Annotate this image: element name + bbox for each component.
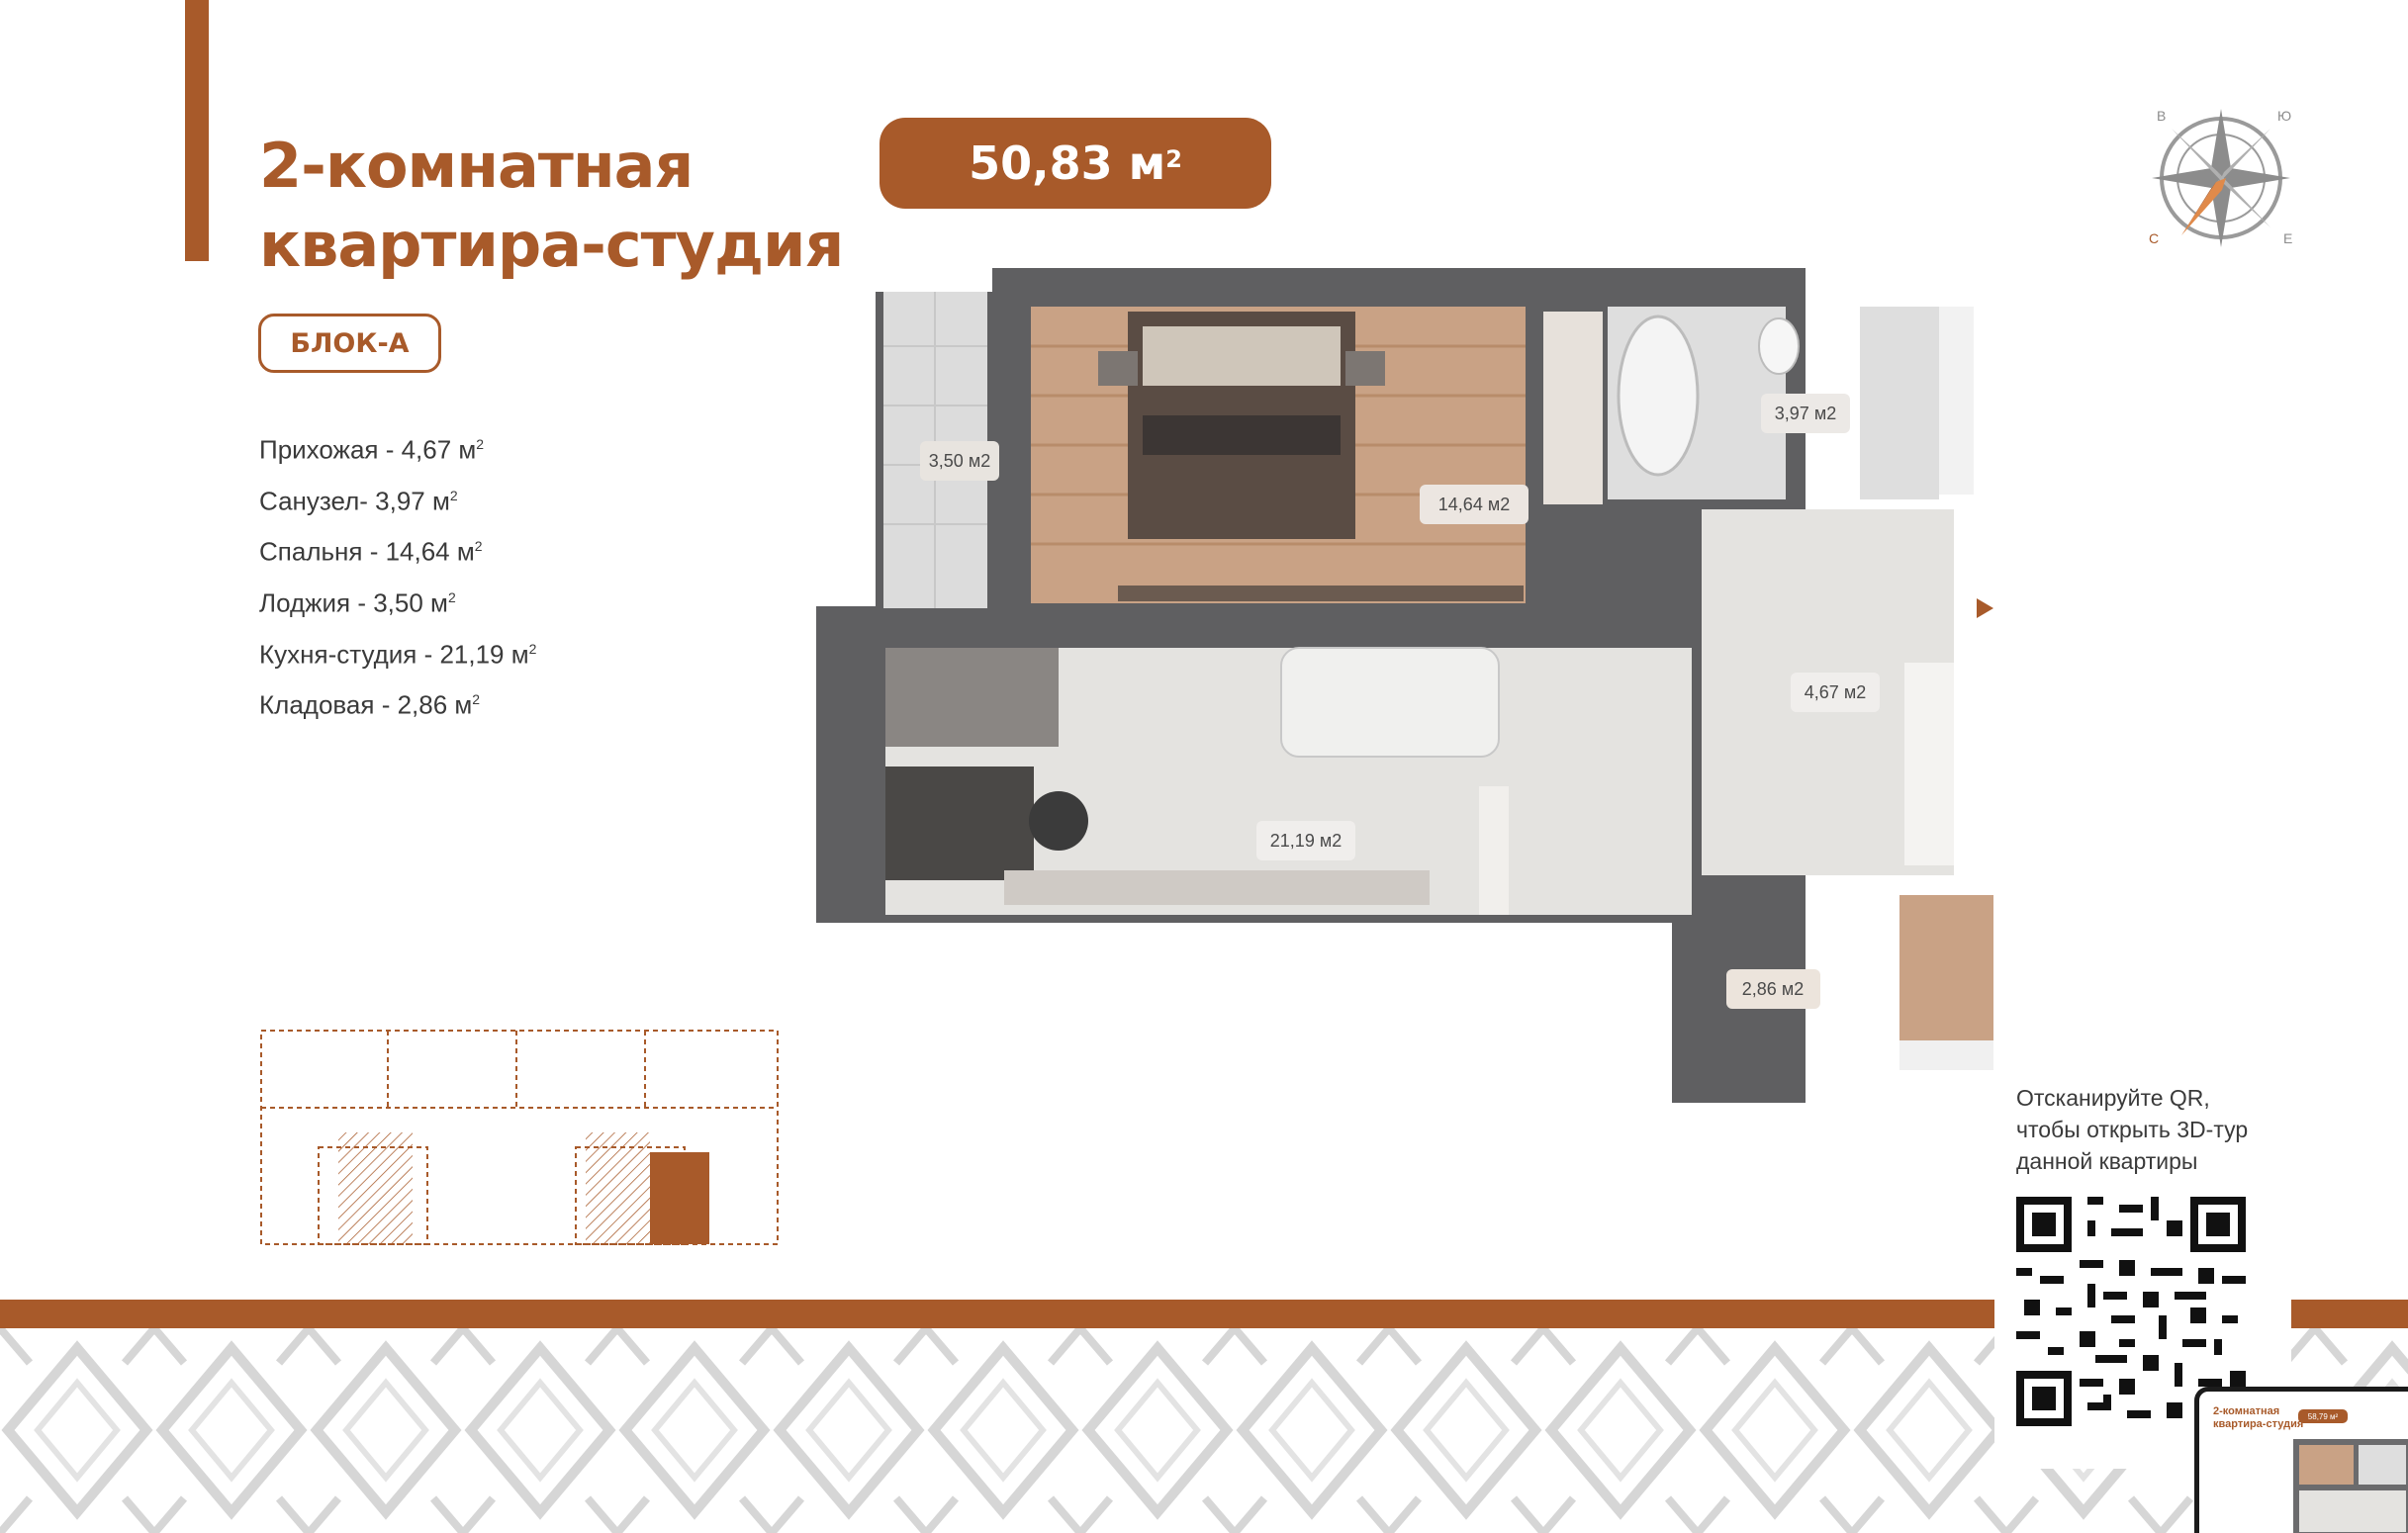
room-item: Лоджия - 3,50 м2: [259, 575, 536, 626]
total-area-value: 50,83 м: [969, 136, 1166, 190]
plan-bathroom-ext: [1860, 307, 1939, 499]
plan-tv-console: [1118, 586, 1524, 601]
plan-label-bg: [1791, 673, 1880, 712]
plan-label-bg: [1761, 394, 1850, 433]
plan-nightstand: [1098, 351, 1138, 386]
compass-letter: Ю: [2277, 108, 2291, 124]
total-area-unit: 2: [1165, 145, 1182, 173]
block-badge: БЛОК-А: [258, 314, 441, 373]
thumbnail-title: 2-комнатная квартира-студия: [2213, 1405, 2303, 1431]
building-key-plan: [260, 1030, 779, 1245]
qr-code[interactable]: [2016, 1197, 2246, 1426]
plan-wardrobe: [1543, 312, 1603, 504]
plan-label-loggia: 3,50 м2: [929, 451, 990, 471]
thumbnail-area-badge: 58,79 м²: [2298, 1409, 2348, 1423]
plan-hall-wardrobe: [1904, 663, 1954, 865]
room-unit: 2: [474, 538, 483, 555]
room-label: Кладовая - 2,86 м: [259, 689, 473, 720]
room-item: Кладовая - 2,86 м2: [259, 676, 536, 728]
plan-dining-table: [1280, 647, 1500, 758]
thumbnail-title-line-1: 2-комнатная: [2213, 1405, 2280, 1417]
page-title: 2-комнатная квартира-студия: [259, 127, 844, 285]
plan-label-kitchen: 21,19 м2: [1270, 831, 1342, 851]
room-item: Спальня - 14,64 м2: [259, 523, 536, 575]
plan-bathtub: [1617, 315, 1700, 477]
room-label: Лоджия - 3,50 м: [259, 587, 448, 618]
thumbnail-title-line-2: квартира-студия: [2213, 1418, 2304, 1430]
room-list: Прихожая - 4,67 м2 Санузел- 3,97 м2 Спал…: [259, 421, 536, 728]
plan-label-bg: [1726, 969, 1820, 1009]
title-line-2: квартира-студия: [259, 209, 844, 281]
plan-kitchen-cabinet: [1004, 870, 1430, 905]
room-unit: 2: [472, 691, 481, 708]
title-line-1: 2-комнатная: [259, 130, 694, 202]
plan-coffee-table: [1029, 791, 1088, 851]
qr-caption-line-2: чтобы открыть 3D-тур: [2016, 1117, 2249, 1142]
accent-bar: [185, 0, 209, 261]
plan-toilet: [1758, 317, 1800, 375]
plan-nightstand: [1345, 351, 1385, 386]
plan-rug: [885, 766, 1034, 880]
plan-label-bg: [1420, 485, 1528, 524]
room-unit: 2: [528, 640, 537, 657]
plan-bath-shelf: [1939, 307, 1974, 495]
entrance-arrow-icon: [1977, 598, 1993, 618]
qr-caption-line-1: Отсканируйте QR,: [2016, 1085, 2210, 1111]
floor-plan: 3,50 м2 14,64 м2 3,97 м2 4,67 м2 21,19 м…: [816, 268, 1993, 1103]
room-label: Кухня-студия - 21,19 м: [259, 639, 529, 670]
room-label: Санузел- 3,97 м: [259, 486, 450, 516]
plan-label-bg: [1256, 821, 1355, 860]
room-unit: 2: [447, 588, 456, 605]
room-unit: 2: [476, 436, 485, 452]
plan-sofa: [885, 648, 1059, 747]
plan-label-bg: [920, 441, 999, 481]
compass-letter: Е: [2283, 230, 2292, 246]
qr-caption-line-3: данной квартиры: [2016, 1148, 2198, 1174]
compass-rose-icon: В Ю С Е: [2149, 108, 2292, 247]
plan-label-storage: 2,86 м2: [1742, 979, 1804, 999]
room-item: Прихожая - 4,67 м2: [259, 421, 536, 473]
qr-caption: Отсканируйте QR, чтобы открыть 3D-тур да…: [2016, 1082, 2273, 1177]
key-plan-hatch: [586, 1132, 650, 1244]
plan-label-hall: 4,67 м2: [1805, 682, 1866, 702]
plan-label-bathroom: 3,97 м2: [1775, 404, 1836, 423]
plan-kitchen-counter: [1479, 786, 1509, 915]
room-item: Санузел- 3,97 м2: [259, 473, 536, 524]
plan-label-bedroom: 14,64 м2: [1438, 495, 1510, 514]
compass-letter: В: [2157, 108, 2166, 124]
room-item: Кухня-студия - 21,19 м2: [259, 626, 536, 677]
plan-storage: [1899, 895, 1993, 1041]
key-plan-hatch: [338, 1132, 413, 1244]
plan-bed-pillows: [1143, 326, 1341, 386]
plan-storage-shelf: [1899, 1040, 1993, 1070]
room-unit: 2: [449, 487, 458, 503]
room-label: Прихожая - 4,67 м: [259, 434, 477, 465]
key-plan-current-unit: [650, 1152, 709, 1244]
compass-letter: С: [2149, 230, 2159, 246]
page-thumbnail: 2-комнатная квартира-студия 58,79 м²: [2194, 1387, 2408, 1533]
plan-bed-bench: [1143, 415, 1341, 455]
room-label: Спальня - 14,64 м: [259, 536, 475, 567]
thumbnail-plan: [2293, 1439, 2408, 1533]
